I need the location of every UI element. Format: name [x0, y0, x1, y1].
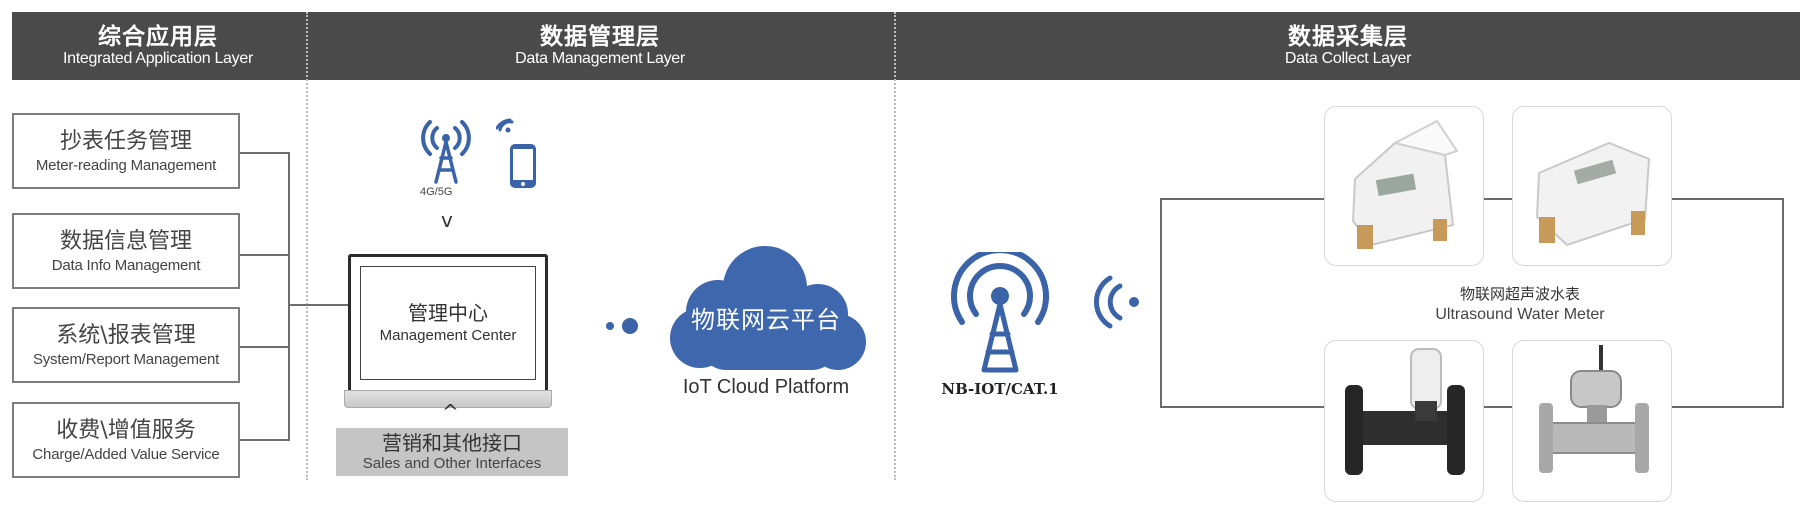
app-box-system-report: 系统\报表管理 System/Report Management: [12, 307, 240, 383]
nb-iot-label: NB-IOT/CAT.1: [941, 380, 1059, 398]
header-collect-en: Data Collect Layer: [1284, 50, 1412, 67]
separator-right: [894, 12, 896, 480]
app-box-label-zh: 收费\增值服务: [56, 417, 196, 443]
header-management-zh: 数据管理层: [540, 24, 660, 50]
management-center-screen: 管理中心 Management Center: [360, 266, 536, 380]
meter-bracket-left: [1160, 198, 1162, 408]
nb-iot-tower-icon: [951, 252, 1049, 373]
app-box-meter-reading: 抄表任务管理 Meter-reading Management: [12, 113, 240, 189]
down-arrow-icon: v: [441, 208, 453, 232]
app-box-label-zh: 抄表任务管理: [59, 128, 192, 154]
header-collect-layer: 数据采集层 Data Collect Layer: [896, 12, 1800, 80]
connector-line: [240, 346, 290, 348]
app-box-label-en: Meter-reading Management: [35, 156, 217, 174]
signal-waves-icon: [1093, 275, 1139, 329]
management-center-en: Management Center: [379, 327, 517, 344]
cloud-icon: [670, 246, 866, 370]
app-box-label-zh: 系统\报表管理: [56, 322, 196, 348]
water-meter-card: [1512, 340, 1672, 502]
cloud-platform-en: IoT Cloud Platform: [682, 376, 850, 398]
management-center-zh: 管理中心: [408, 301, 488, 325]
header-application-en: Integrated Application Layer: [63, 50, 253, 67]
cloud-platform-zh: 物联网云平台: [691, 306, 841, 334]
smartphone-icon: [496, 118, 536, 188]
water-meter-icon: [1539, 345, 1649, 473]
meter-caption-en: Ultrasound Water Meter: [1435, 306, 1605, 323]
water-meter-card: [1324, 340, 1484, 502]
water-meter-card: [1512, 106, 1672, 266]
water-meter-card: [1324, 106, 1484, 266]
app-box-label-zh: 数据信息管理: [59, 228, 192, 254]
monitor-base: [344, 390, 552, 408]
meter-bracket-right: [1782, 198, 1784, 408]
separator-left: [306, 12, 308, 480]
app-box-charge-service: 收费\增值服务 Charge/Added Value Service: [12, 402, 240, 478]
layer-header: 综合应用层 Integrated Application Layer 数据管理层…: [12, 12, 1800, 80]
header-application-zh: 综合应用层: [98, 24, 218, 50]
app-box-label-en: Data Info Management: [51, 256, 201, 274]
header-management-en: Data Management Layer: [515, 50, 685, 67]
app-box-label-en: Charge/Added Value Service: [32, 445, 220, 463]
sales-interfaces-box: 营销和其他接口 Sales and Other Interfaces: [336, 428, 568, 476]
connector-line: [240, 152, 290, 154]
network-label-4g5g: 4G/5G: [420, 186, 453, 198]
app-box-label-en: System/Report Management: [32, 350, 220, 368]
meter-caption: 物联网超声波水表 Ultrasound Water Meter: [1370, 284, 1670, 326]
connection-dots-icon: [606, 318, 638, 334]
water-meter-icon: [1535, 141, 1651, 247]
connector-bracket: [288, 152, 290, 441]
app-box-data-info: 数据信息管理 Data Info Management: [12, 213, 240, 289]
sales-interfaces-zh: 营销和其他接口: [382, 431, 522, 455]
meter-caption-zh: 物联网超声波水表: [1459, 285, 1580, 303]
header-management-layer: 数据管理层 Data Management Layer: [308, 12, 892, 80]
antenna-tower-icon: [421, 120, 471, 184]
water-meter-icon: [1351, 119, 1459, 249]
water-meter-icon: [1345, 348, 1465, 475]
sales-interfaces-en: Sales and Other Interfaces: [362, 455, 542, 472]
up-arrow-icon: ^: [442, 400, 459, 424]
connector-line: [240, 254, 290, 256]
connector-to-center: [288, 304, 348, 306]
header-application-layer: 综合应用层 Integrated Application Layer: [12, 12, 304, 80]
header-collect-zh: 数据采集层: [1288, 24, 1408, 50]
connector-line: [240, 439, 290, 441]
